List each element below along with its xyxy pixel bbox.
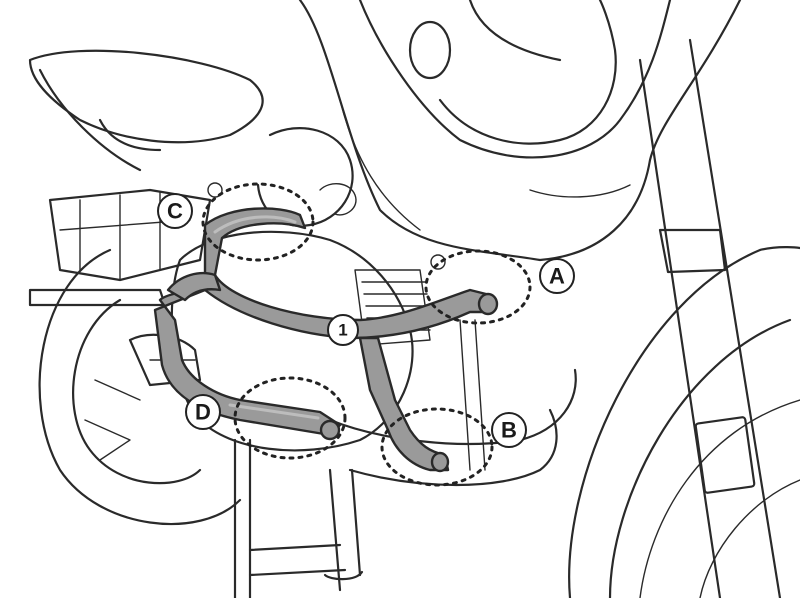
tank-fairing: [298, 0, 742, 262]
callout-d: D: [185, 394, 221, 430]
callout-a-label: A: [549, 264, 565, 289]
part-number-callout: 1: [327, 314, 359, 346]
detail-area-a: [424, 249, 532, 325]
side-stand: [233, 438, 252, 598]
callout-c: C: [157, 193, 193, 229]
front-fork: [638, 58, 722, 598]
mount-bolt-d: [319, 419, 341, 441]
callout-c-label: C: [167, 199, 183, 224]
seat: [28, 49, 264, 144]
mount-bolt-a: [477, 292, 499, 316]
front-wheel-inner: [608, 318, 792, 598]
mount-bolt-b: [430, 451, 450, 473]
rear-wheel: [38, 248, 242, 526]
motorcycle-outline: [28, 0, 800, 598]
callout-d-label: D: [195, 400, 211, 425]
detail-area-c: [201, 182, 315, 262]
guard-right-bar: [358, 336, 450, 472]
callout-b-label: B: [501, 418, 517, 443]
callout-a: A: [539, 258, 575, 294]
detail-area-d: [233, 376, 347, 460]
front-wheel-outer: [568, 246, 800, 598]
part-number-label: 1: [338, 321, 347, 340]
engine-lower: [328, 368, 577, 446]
rear-frame: [48, 188, 212, 282]
detail-area-b: [380, 407, 494, 487]
callout-b: B: [491, 412, 527, 448]
